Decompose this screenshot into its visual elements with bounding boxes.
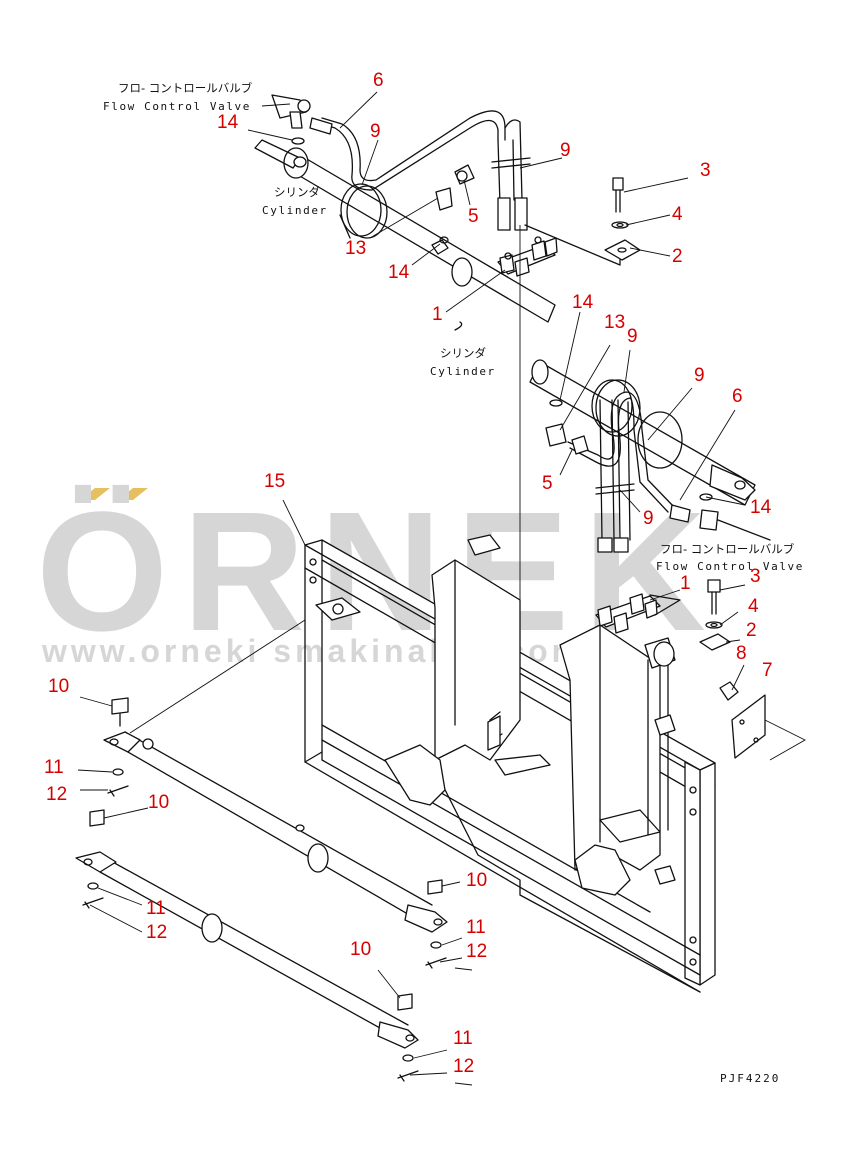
lower-hoses	[545, 391, 771, 553]
caption-cyl-mid-jp: シリンダ	[440, 346, 486, 360]
lower-valve-bracket	[595, 593, 681, 634]
callout-9: 9	[694, 365, 705, 386]
callout-6: 6	[732, 386, 743, 407]
caption-cyl-top-jp: シリンダ	[274, 185, 320, 199]
callout-1: 1	[432, 304, 443, 325]
upper-valve-bracket	[497, 224, 621, 277]
drawing-code: PJF4220	[720, 1072, 780, 1085]
callout-12: 12	[466, 941, 487, 962]
caption-valve-top-jp: フロ- コントロールバルブ	[118, 81, 253, 95]
callout-4: 4	[748, 596, 759, 617]
leader-lines	[77, 91, 746, 1086]
callout-2: 2	[672, 246, 683, 267]
callout-12: 12	[146, 922, 167, 943]
main-frame	[304, 534, 716, 993]
caption-valve-right-jp: フロ- コントロールバルブ	[660, 542, 795, 556]
callout-10: 10	[48, 676, 69, 697]
upper-cylinder	[254, 139, 556, 323]
callout-14: 14	[217, 112, 239, 133]
callout-12: 12	[453, 1056, 474, 1077]
pins-and-washers	[82, 768, 447, 1082]
flow-control-valve-top	[261, 94, 311, 145]
captions: フロ- コントロールバルブ Flow Control Valve シリンダ Cy…	[103, 81, 804, 1085]
callout-14: 14	[572, 292, 594, 313]
callout-5: 5	[542, 473, 553, 494]
callout-9: 9	[560, 140, 571, 161]
callout-8: 8	[736, 643, 747, 664]
callout-10: 10	[350, 939, 371, 960]
callouts: 6 14 9 9 3 4 2 5 13 14 1 14 13 9 9 6 14 …	[44, 70, 773, 1077]
watermark-accent-left	[80, 488, 110, 500]
callout-1: 1	[680, 573, 691, 594]
callout-11: 11	[453, 1028, 473, 1049]
callout-9: 9	[370, 121, 381, 142]
callout-10: 10	[148, 792, 169, 813]
callout-14: 14	[750, 497, 772, 518]
callout-4: 4	[672, 204, 683, 225]
callout-11: 11	[146, 898, 166, 919]
caption-valve-top-en: Flow Control Valve	[103, 100, 251, 113]
callout-6: 6	[373, 70, 384, 91]
upper-hoses	[309, 110, 531, 231]
callout-13: 13	[604, 312, 625, 333]
callout-11: 11	[466, 917, 486, 938]
callout-14: 14	[388, 262, 410, 283]
callout-3: 3	[750, 566, 761, 587]
caption-valve-right-en: Flow Control Valve	[656, 560, 804, 573]
upper-tie-rod	[103, 619, 448, 933]
callout-13: 13	[345, 238, 366, 259]
lower-tie-rod	[75, 809, 419, 1049]
callout-15: 15	[264, 471, 285, 492]
callout-11: 11	[44, 757, 64, 778]
watermark-accent-right	[118, 488, 148, 500]
callout-3: 3	[700, 160, 711, 181]
callout-7: 7	[762, 660, 773, 681]
callout-10: 10	[466, 870, 487, 891]
callout-5: 5	[468, 206, 479, 227]
callout-9: 9	[643, 508, 654, 529]
callout-2: 2	[746, 620, 757, 641]
callout-12: 12	[46, 784, 67, 805]
bolt-washer-plate-top	[604, 177, 641, 261]
callout-9: 9	[627, 326, 638, 347]
caption-cyl-mid-en: Cylinder	[430, 365, 496, 378]
caption-cyl-top-en: Cylinder	[262, 204, 328, 217]
